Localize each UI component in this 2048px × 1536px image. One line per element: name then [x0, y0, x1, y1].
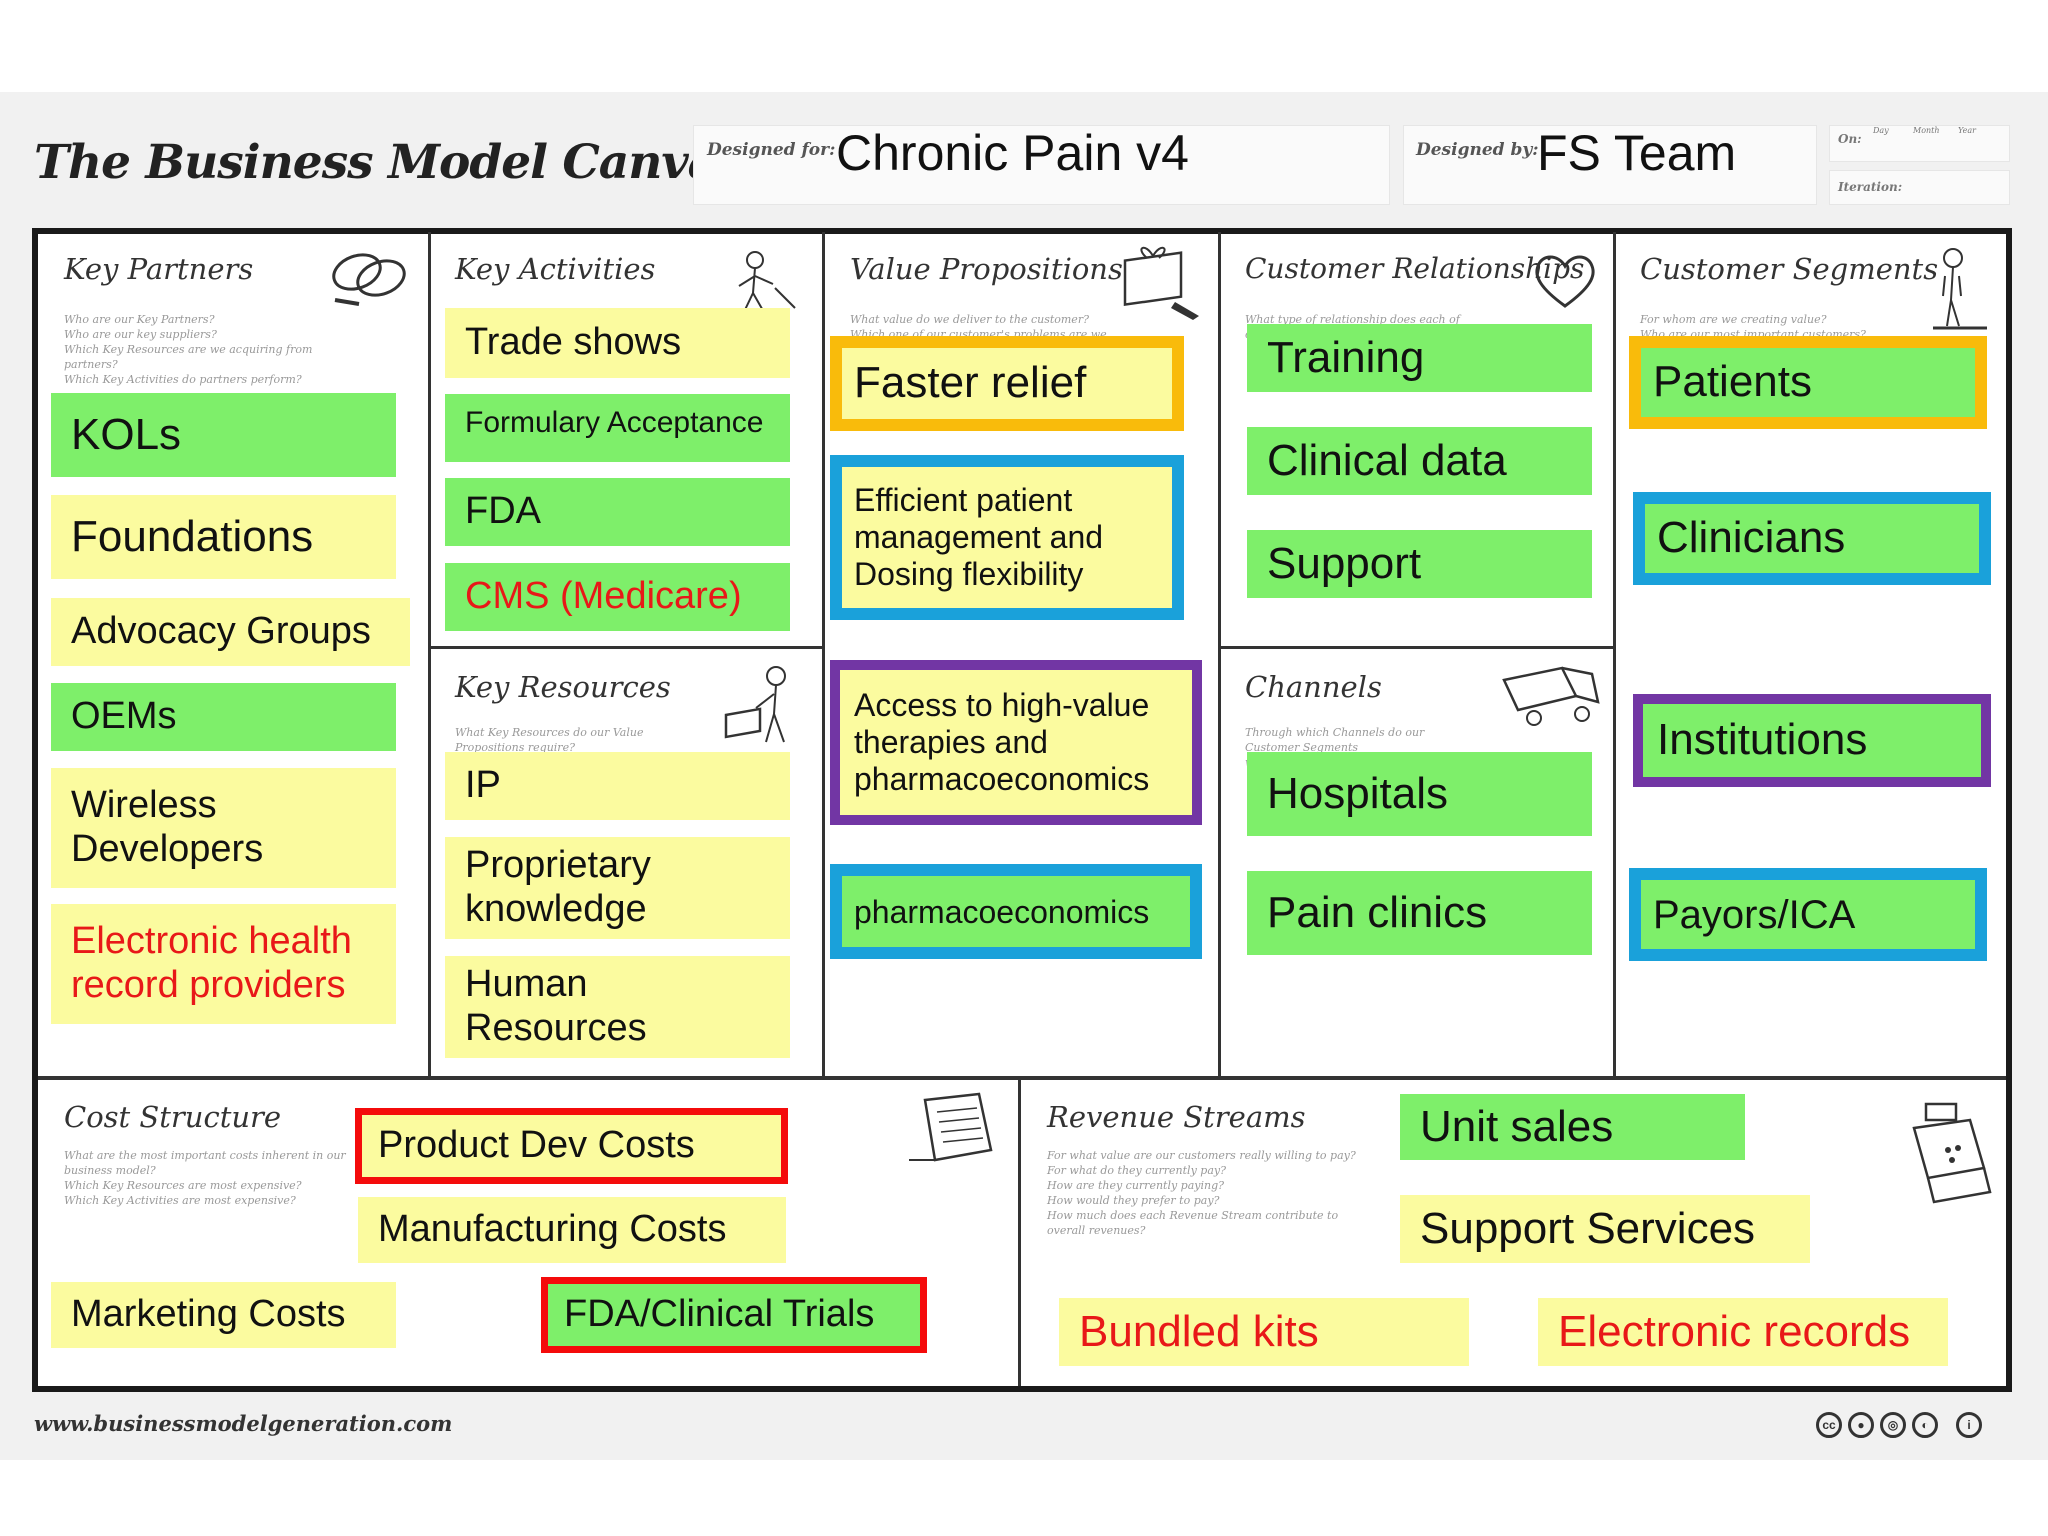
- sticky-note[interactable]: CMS (Medicare): [445, 563, 790, 631]
- by-icon: ●: [1848, 1412, 1874, 1438]
- divider: [1218, 232, 1221, 1078]
- divider: [1613, 232, 1616, 1078]
- channels-title: Channels: [1245, 670, 1382, 704]
- value-propositions-title: Value Propositions: [850, 252, 1123, 286]
- divider: [1221, 646, 1613, 649]
- on-label: On:: [1838, 132, 1862, 146]
- sticky-note[interactable]: IP: [445, 752, 790, 820]
- divider: [38, 1076, 2006, 1080]
- sticky-note[interactable]: Electronic health record providers: [51, 904, 396, 1024]
- key-partners-prompt: Who are our Key Partners? Who are our ke…: [64, 313, 313, 386]
- sticky-note[interactable]: Support Services: [1400, 1195, 1810, 1263]
- revenue-streams-title: Revenue Streams: [1047, 1100, 1306, 1134]
- divider: [431, 646, 822, 649]
- sticky-note[interactable]: Marketing Costs: [51, 1282, 396, 1348]
- divider: [1018, 1078, 1021, 1386]
- day-label: Day: [1873, 126, 1889, 135]
- key-resources-title: Key Resources: [455, 670, 671, 704]
- designed-for-label: Designed for:: [707, 140, 836, 160]
- sticky-note[interactable]: Training: [1247, 324, 1592, 392]
- divider: [822, 232, 825, 1078]
- designed-by-label: Designed by:: [1416, 140, 1539, 160]
- month-label: Month: [1913, 126, 1940, 135]
- cash-register-icon: [1912, 1102, 1992, 1204]
- worker-icon: [738, 251, 796, 315]
- truck-icon: [1502, 666, 1600, 726]
- sticky-note[interactable]: Bundled kits: [1059, 1298, 1469, 1366]
- key-activities-title: Key Activities: [455, 252, 656, 286]
- sticky-note[interactable]: Foundations: [51, 495, 396, 579]
- sticky-note[interactable]: KOLs: [51, 393, 396, 477]
- footer-url[interactable]: www.businessmodelgeneration.com: [34, 1411, 453, 1436]
- sticky-note[interactable]: OEMs: [51, 683, 396, 751]
- gift-box-icon: [1123, 246, 1199, 320]
- iteration-label: Iteration:: [1838, 180, 1903, 194]
- sticky-note[interactable]: Institutions: [1633, 694, 1991, 787]
- sticky-note[interactable]: Clinical data: [1247, 427, 1592, 495]
- chain-link-icon: [332, 253, 406, 306]
- iteration-box: [1829, 170, 2010, 205]
- sticky-note[interactable]: Pain clinics: [1247, 871, 1592, 955]
- sticky-note[interactable]: Faster relief: [830, 336, 1184, 431]
- sticky-note[interactable]: Access to high-value therapies and pharm…: [830, 660, 1202, 825]
- sticky-note[interactable]: Manufacturing Costs: [358, 1197, 786, 1263]
- sticky-note[interactable]: Product Dev Costs: [355, 1108, 788, 1184]
- date-box: [1829, 125, 2010, 162]
- designed-for-value[interactable]: Chronic Pain v4: [836, 125, 1189, 181]
- person-license-icon: i: [1956, 1412, 1982, 1438]
- year-label: Year: [1958, 126, 1976, 135]
- page-title: The Business Model Canvas: [34, 135, 744, 190]
- key-partners-title: Key Partners: [64, 252, 254, 286]
- sticky-note[interactable]: Wireless Developers: [51, 768, 396, 888]
- sticky-note[interactable]: Efficient patient management and Dosing …: [830, 455, 1184, 620]
- sa-icon: ◎: [1880, 1412, 1906, 1438]
- sticky-note[interactable]: Trade shows: [445, 308, 790, 378]
- customer-segments-title: Customer Segments: [1640, 252, 1939, 286]
- person-icon: [1933, 248, 1987, 330]
- cc-icon: cc: [1816, 1412, 1842, 1438]
- designed-by-box: [1403, 125, 1817, 205]
- sticky-note[interactable]: Proprietary knowledge: [445, 837, 790, 939]
- sticky-note[interactable]: Human Resources: [445, 956, 790, 1058]
- sticky-note[interactable]: FDA: [445, 478, 790, 546]
- sticky-note[interactable]: Clinicians: [1633, 492, 1991, 585]
- sticky-note[interactable]: Unit sales: [1400, 1094, 1745, 1160]
- revenue-streams-prompt: For what value are our customers really …: [1047, 1149, 1356, 1237]
- designed-by-value[interactable]: FS Team: [1537, 125, 1737, 181]
- sticky-note[interactable]: Electronic records: [1538, 1298, 1948, 1366]
- sticky-note[interactable]: FDA/Clinical Trials: [541, 1277, 927, 1353]
- nc-icon: ◐: [1912, 1412, 1938, 1438]
- cost-structure-prompt: What are the most important costs inhere…: [64, 1149, 346, 1207]
- sticky-note[interactable]: Support: [1247, 530, 1592, 598]
- sticky-note[interactable]: Patients: [1629, 336, 1987, 429]
- sticky-note[interactable]: Hospitals: [1247, 752, 1592, 836]
- divider: [428, 232, 431, 1078]
- sticky-note[interactable]: Advocacy Groups: [51, 598, 410, 666]
- sticky-note[interactable]: Formulary Acceptance: [445, 394, 790, 462]
- receipt-icon: [909, 1092, 993, 1162]
- cost-structure-title: Cost Structure: [64, 1100, 282, 1134]
- heart-icon: [1535, 255, 1595, 308]
- license-smallprint: [1520, 1410, 1810, 1440]
- sticky-note[interactable]: pharmacoeconomics: [830, 864, 1202, 959]
- customer-relationships-title: Customer Relationships: [1245, 252, 1585, 285]
- sticky-note[interactable]: Payors/ICA: [1629, 868, 1987, 961]
- worker-crate-icon: [724, 666, 786, 743]
- designed-for-box: [693, 125, 1390, 205]
